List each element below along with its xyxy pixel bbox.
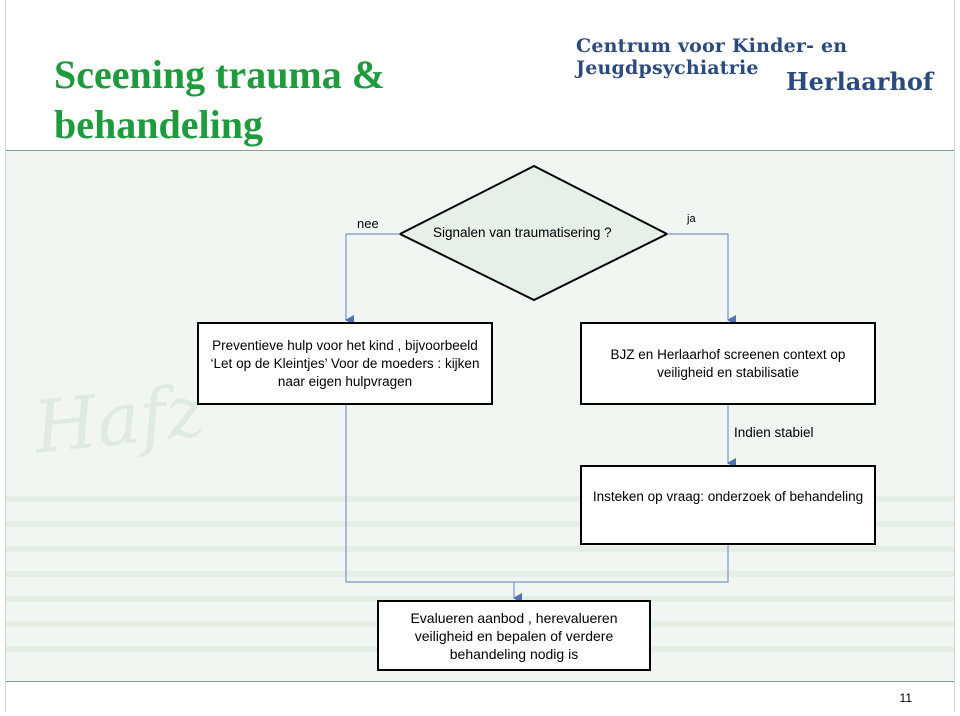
box-preventive-help: Preventieve hulp voor het kind , bijvoor… <box>197 322 493 405</box>
background-texture-line <box>6 596 954 602</box>
branch-label-yes: ja <box>687 213 696 225</box>
condition-label: Indien stabiel <box>734 425 814 440</box>
decision-label: Signalen van traumatisering ? <box>433 225 612 240</box>
background-texture-line <box>6 546 954 552</box>
connector-right-merge <box>514 545 729 583</box>
page-number: 11 <box>899 691 912 705</box>
decision-diamond <box>397 164 670 302</box>
slide-header <box>6 0 954 151</box>
box-research-or-treatment: Insteken op vraag: onderzoek of behandel… <box>580 465 876 545</box>
connector-no-branch <box>345 233 400 325</box>
branch-label-no: nee <box>357 216 379 231</box>
logo-herlaarhof: Herlaarhof <box>786 67 934 96</box>
box-screening-context: BJZ en Herlaarhof screenen context op ve… <box>580 322 876 405</box>
slide-footer: 11 <box>6 681 954 713</box>
slide-title: Sceening trauma & behandeling <box>54 52 386 147</box>
connector-left-merge <box>345 405 514 583</box>
connector-yes-branch <box>667 233 736 325</box>
background-texture-line <box>6 521 954 527</box>
box-evaluate-offer: Evalueren aanbod , herevalueren veilighe… <box>377 600 651 671</box>
logo-organization-name: Centrum voor Kinder- en Jeugdpsychiatrie <box>576 35 848 79</box>
background-texture-line <box>6 496 954 502</box>
slide-frame <box>5 0 955 712</box>
background-texture-line <box>6 571 954 577</box>
